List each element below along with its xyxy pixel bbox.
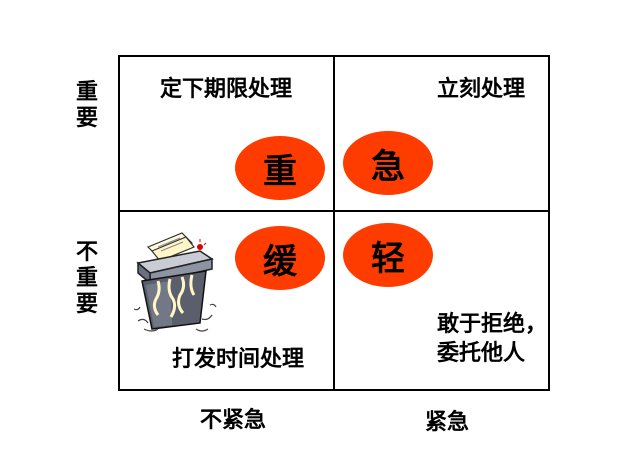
quadrant-bottom-right-text-line1: 敢于拒绝， [437,312,548,337]
oval-important: 重 [235,136,325,200]
quadrant-top-right-text: 立刻处理 [437,77,526,102]
axis-label-not-urgent: 不紧急 [200,408,267,433]
quadrant-top-left-text: 定下期限处理 [160,77,293,102]
oval-light: 轻 [343,223,433,287]
oval-slow: 缓 [235,226,325,290]
oval-light-label: 轻 [371,238,405,279]
axis-label-urgent: 紧急 [425,410,470,435]
quadrant-bottom-right-text-line2: 委托他人 [437,341,526,366]
oval-slow-label: 缓 [263,241,297,282]
vertical-divider [333,55,335,391]
axis-label-important: 重要 [75,80,98,131]
quadrant-bottom-left-text: 打发时间处理 [172,347,305,372]
oval-urgent-label: 急 [371,146,405,187]
oval-urgent: 急 [343,131,433,195]
oval-important-label: 重 [263,151,297,192]
axis-label-not-important: 不重要 [75,240,98,317]
paper-shredder-icon [133,232,217,332]
